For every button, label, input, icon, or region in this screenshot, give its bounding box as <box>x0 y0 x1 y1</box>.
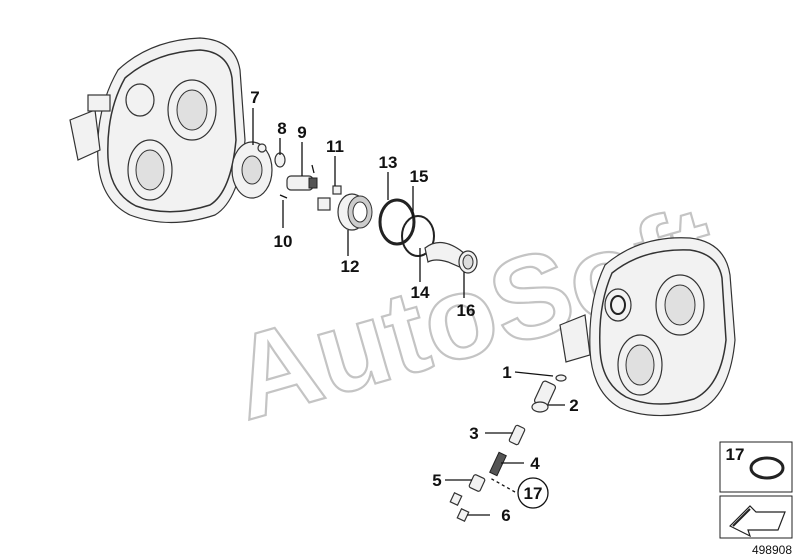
part-8-ring <box>274 152 286 168</box>
part-4-spring <box>489 451 507 477</box>
part-15-ring <box>401 215 435 257</box>
inset-label: 17 <box>726 445 745 464</box>
part-13-ring <box>378 198 416 246</box>
diagram-id: 498908 <box>752 543 792 557</box>
part-11-block <box>317 197 331 211</box>
part-7-flange <box>231 141 273 199</box>
upper-housing <box>69 37 246 224</box>
part-5-plug <box>468 474 486 492</box>
part-12-fitting <box>337 193 373 231</box>
part-6-screw <box>449 491 463 507</box>
part-2-sleeve <box>531 380 557 413</box>
part-1-seal <box>555 374 567 382</box>
callout-17: 17 <box>524 484 543 503</box>
callout-14: 14 <box>411 283 430 302</box>
callout-13: 13 <box>379 153 398 172</box>
callout-5: 5 <box>432 471 441 490</box>
callout-11: 11 <box>326 137 344 156</box>
callout-15: 15 <box>410 167 429 186</box>
callout-9: 9 <box>297 123 306 142</box>
callout-1: 1 <box>502 363 511 382</box>
arrow-icon <box>728 505 786 538</box>
lower-housing <box>559 237 736 417</box>
callout-2: 2 <box>569 396 578 415</box>
part-3-adapter <box>508 424 526 446</box>
callout-3: 3 <box>469 424 478 443</box>
direction-arrow-box <box>719 495 793 539</box>
callout-16: 16 <box>457 301 476 320</box>
callout-17-circle <box>517 477 549 509</box>
callout-8: 8 <box>277 119 286 138</box>
part-14-pipe <box>424 241 478 274</box>
part-10-pin <box>279 194 288 199</box>
part-9-valve <box>286 164 318 191</box>
callout-10: 10 <box>274 232 293 251</box>
callout-4: 4 <box>530 454 540 473</box>
leader-lines <box>252 108 565 516</box>
callout-7: 7 <box>250 88 259 107</box>
callout-6: 6 <box>501 506 510 525</box>
inset-part-17: 17 <box>719 441 793 493</box>
callout-12: 12 <box>341 257 360 276</box>
